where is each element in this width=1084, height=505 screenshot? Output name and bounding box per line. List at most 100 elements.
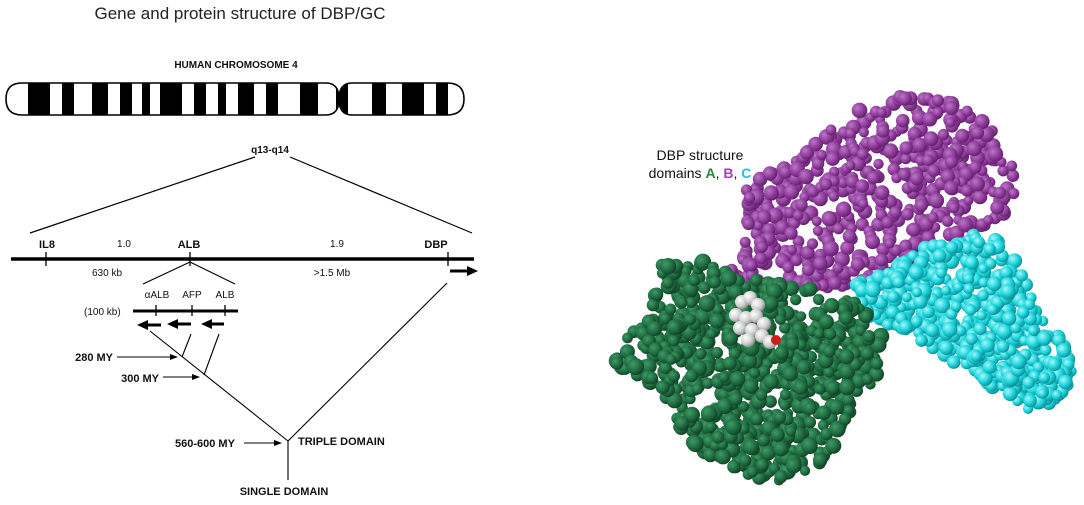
atom-sphere (955, 128, 970, 143)
atom-sphere (931, 94, 945, 107)
chromosome-band (194, 83, 206, 115)
atom-sphere (832, 262, 844, 274)
gene-il8: IL8 (39, 239, 55, 251)
atom-sphere (762, 166, 778, 181)
atom-sphere (867, 171, 880, 185)
atom-sphere (763, 295, 779, 311)
atom-sphere (813, 452, 828, 468)
atom-sphere (792, 235, 805, 248)
atom-sphere (806, 238, 819, 250)
atom-sphere (1023, 393, 1037, 408)
atom-sphere (708, 276, 721, 289)
atom-sphere (659, 258, 677, 275)
atom-sphere (996, 323, 1013, 340)
atom-sphere (961, 105, 973, 117)
gene-afp: AFP (182, 290, 202, 301)
atom-sphere (1016, 306, 1030, 319)
chromosome-band (402, 83, 424, 115)
atom-sphere (928, 192, 945, 209)
atom-sphere (858, 198, 869, 209)
atom-sphere (767, 207, 784, 224)
atom-sphere (835, 201, 852, 218)
atom-sphere (983, 243, 996, 256)
atom-sphere (887, 162, 901, 176)
atom-sphere (801, 263, 815, 277)
atom-sphere (716, 397, 733, 415)
atom-sphere (723, 331, 738, 346)
atom-sphere (896, 113, 910, 128)
atom-sphere (944, 100, 959, 116)
atom-sphere (969, 161, 982, 174)
atom-sphere (875, 253, 888, 267)
atom-sphere (984, 257, 997, 270)
atom-sphere (698, 295, 716, 312)
atom-sphere (757, 364, 771, 378)
atom-sphere (838, 349, 855, 365)
atom-sphere (954, 325, 967, 337)
atom-sphere (828, 191, 840, 202)
atom-sphere (661, 277, 674, 289)
domain-a-structure (608, 253, 890, 486)
atom-sphere (855, 179, 869, 193)
atom-sphere (813, 328, 825, 339)
atom-sphere (996, 340, 1010, 353)
atom-sphere (973, 322, 987, 336)
time-560-arrow (244, 440, 282, 446)
atom-sphere (802, 281, 818, 297)
atom-sphere (728, 347, 741, 360)
atom-sphere (965, 304, 977, 316)
atom-sphere (745, 259, 758, 272)
atom-sphere (705, 421, 717, 433)
atom-sphere (820, 178, 832, 191)
atom-sphere (812, 293, 825, 306)
atom-sphere (874, 185, 890, 201)
atom-sphere (779, 400, 790, 411)
protein-caption-line2: domains A, B, C (649, 165, 752, 181)
atom-sphere (782, 366, 798, 382)
atom-sphere (828, 276, 842, 290)
atom-sphere (935, 267, 947, 279)
gene-alb: ALB (178, 239, 201, 251)
atom-sphere (987, 146, 1004, 162)
atom-sphere (829, 420, 846, 438)
chromosome-band (142, 83, 150, 115)
atom-sphere (1038, 372, 1050, 384)
atom-sphere (711, 346, 723, 359)
atom-sphere (922, 154, 935, 167)
atom-sphere (1032, 361, 1044, 373)
atom-sphere (1036, 330, 1052, 346)
atom-sphere (779, 165, 793, 179)
atom-sphere (750, 412, 764, 426)
atom-sphere (915, 334, 928, 347)
atom-sphere (899, 141, 913, 155)
atom-sphere (982, 360, 997, 374)
atom-sphere (970, 176, 985, 192)
chromosome-band (92, 83, 108, 115)
cluster-arrows (137, 319, 224, 330)
atom-sphere (774, 470, 788, 484)
atom-sphere (727, 460, 741, 474)
atom-sphere (739, 236, 751, 248)
atom-sphere (927, 212, 939, 223)
time-560: 560-600 MY (175, 438, 236, 450)
atom-sphere (909, 171, 924, 186)
atom-sphere (944, 155, 958, 169)
atom-sphere (684, 313, 696, 326)
atom-sphere (840, 240, 855, 255)
atom-sphere (892, 276, 905, 289)
gene-dbp: DBP (424, 239, 447, 251)
atom-sphere (845, 127, 857, 139)
atom-sphere (768, 462, 780, 474)
atom-sphere (723, 356, 737, 371)
oxygen-sphere (771, 335, 781, 345)
atom-sphere (839, 379, 856, 396)
atom-sphere (685, 297, 697, 308)
atom-sphere (691, 383, 704, 395)
atom-sphere (664, 303, 677, 316)
atom-sphere (666, 319, 683, 336)
atom-sphere (763, 374, 779, 390)
atom-sphere (970, 126, 985, 140)
evolution-tree (149, 282, 448, 480)
atom-sphere (943, 180, 959, 195)
atom-sphere (828, 399, 845, 415)
